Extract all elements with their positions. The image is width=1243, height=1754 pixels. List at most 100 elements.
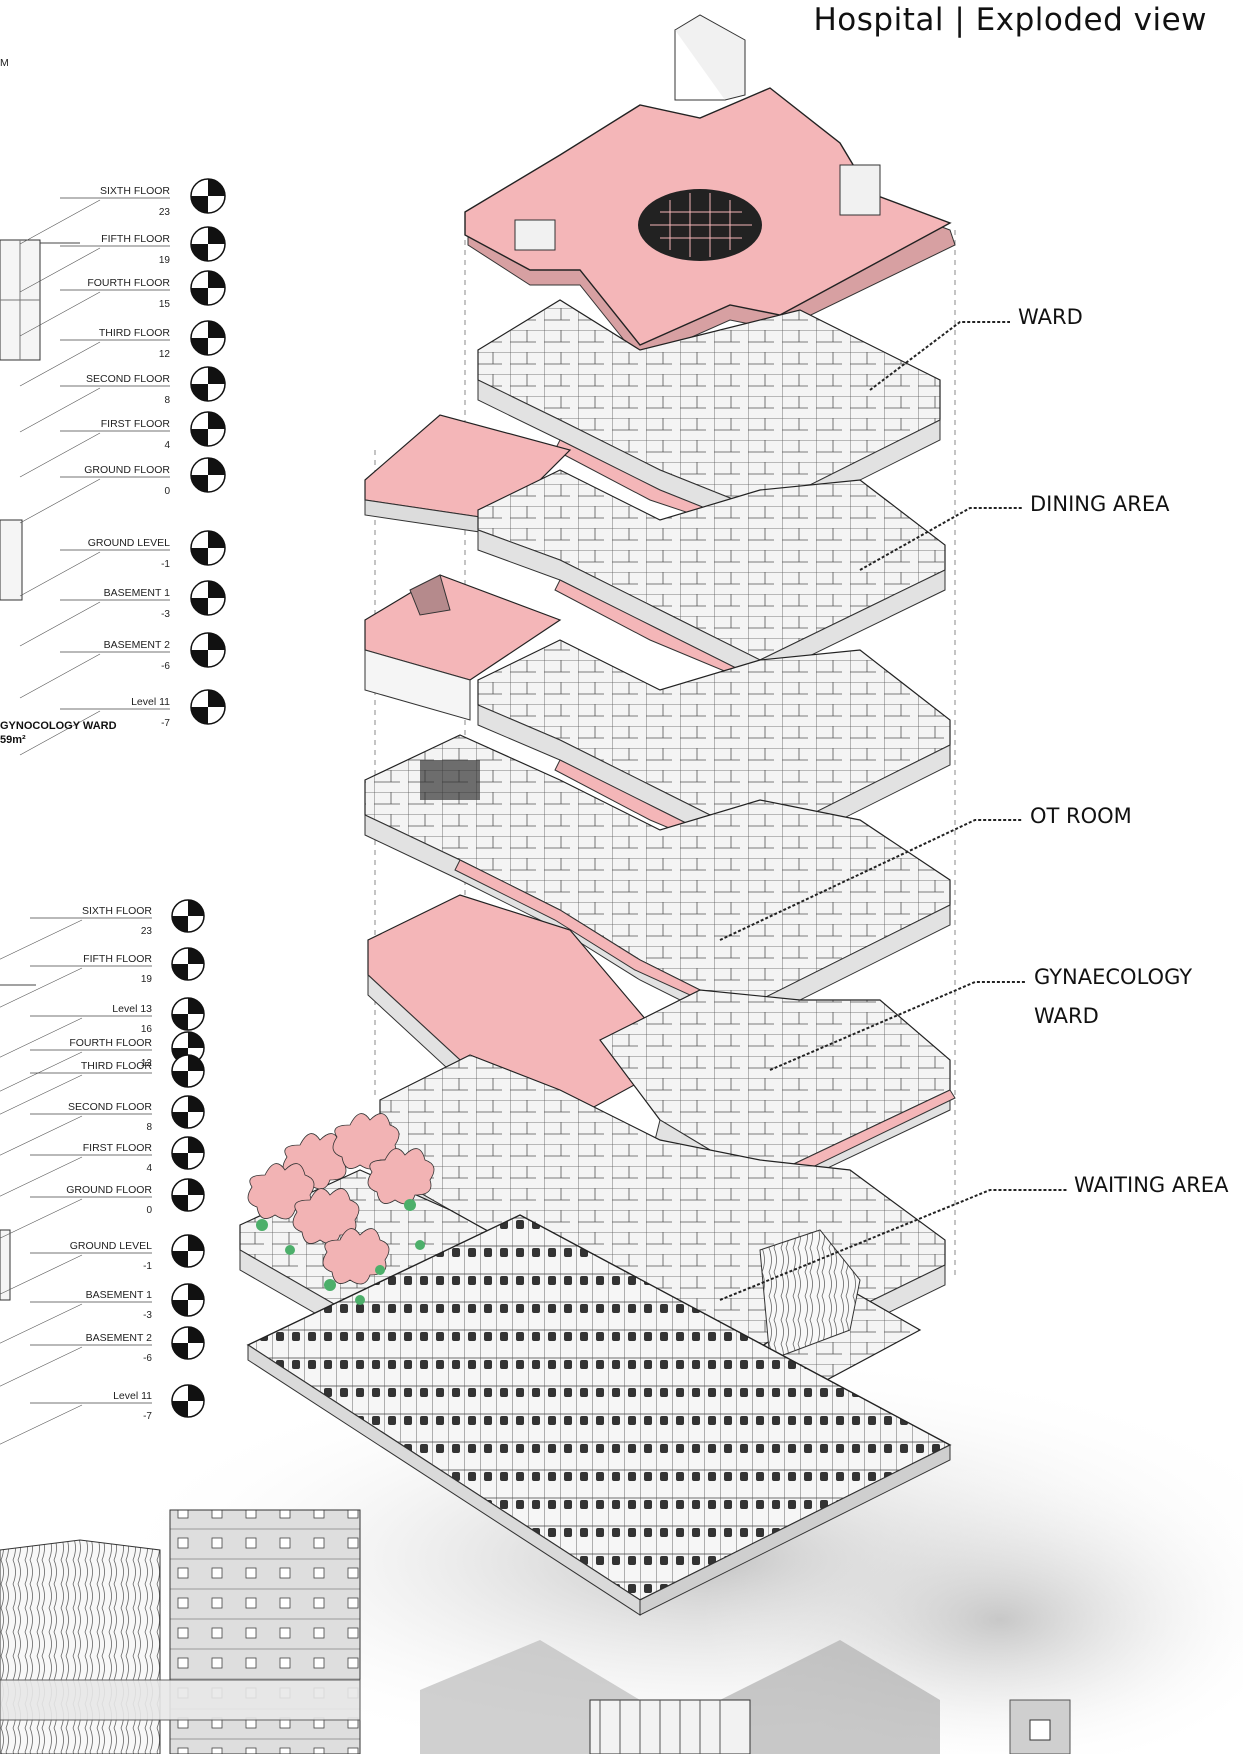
level-marker-icon (190, 530, 226, 566)
level-marker-icon (171, 1054, 205, 1088)
level-marker-icon (190, 226, 226, 262)
level-value: -1 (143, 1261, 152, 1272)
callout-gyn-label-2: WARD (1034, 1004, 1099, 1028)
level-name: FIFTH FLOOR (101, 233, 170, 245)
level-name: THIRD FLOOR (81, 1060, 153, 1072)
level-row: SIXTH FLOOR 23 (0, 899, 205, 960)
level-row: BASEMENT 1 -3 (0, 1283, 205, 1344)
level-marker-icon (190, 457, 226, 493)
level-value: 4 (164, 440, 170, 451)
level-name: Level 11 (131, 696, 170, 708)
level-name: BASEMENT 2 (86, 1332, 152, 1344)
level-marker-icon (190, 366, 226, 402)
level-name: BASEMENT 2 (104, 639, 170, 651)
section-area: 59m² (0, 734, 26, 746)
level-name: FIRST FLOOR (83, 1142, 153, 1154)
level-value: 19 (159, 255, 171, 266)
level-marker-icon (190, 178, 226, 214)
corner-label: M (0, 57, 9, 69)
level-name: FOURTH FLOOR (69, 1037, 152, 1049)
level-row: SIXTH FLOOR 23 (19, 178, 226, 245)
level-row: FIFTH FLOOR 19 (19, 226, 226, 293)
level-marker-icon (190, 320, 226, 356)
level-marker-icon (190, 270, 226, 306)
section-caption: GYNOCOLOGY WARD (0, 720, 117, 732)
level-row: Level 11 -7 (0, 1384, 205, 1445)
level-row: FOURTH FLOOR 12 (0, 1031, 205, 1092)
level-value: 12 (159, 349, 171, 360)
level-name: Level 13 (112, 1003, 152, 1015)
level-value: 8 (146, 1122, 152, 1133)
level-marker-icon (171, 1178, 205, 1212)
third-floor-plate (364, 734, 951, 1031)
level-row: FIFTH FLOOR 19 (0, 947, 205, 1008)
callout-ot: OT ROOM (719, 804, 1132, 941)
level-value: 0 (164, 486, 170, 497)
callout-waiting-label: WAITING AREA (1074, 1173, 1229, 1197)
level-value: 0 (146, 1205, 152, 1216)
level-value: 8 (164, 395, 170, 406)
callout-ward: WARD (869, 305, 1083, 391)
level-value: 4 (146, 1163, 152, 1174)
callout-dining-label: DINING AREA (1030, 492, 1170, 516)
level-value: -7 (143, 1411, 152, 1422)
level-name: FIRST FLOOR (101, 418, 171, 430)
level-marker-icon (190, 689, 226, 725)
page-title: Hospital | Exploded view (813, 2, 1207, 38)
level-value: 23 (141, 926, 153, 937)
level-row: FIRST FLOOR 4 (19, 411, 226, 478)
level-value: 12 (141, 1058, 153, 1069)
level-value: -6 (161, 661, 170, 672)
level-row: BASEMENT 2 -6 (19, 632, 226, 699)
level-marker-icon (171, 1326, 205, 1360)
lower-section-drawing (0, 984, 36, 1301)
level-name: FIFTH FLOOR (83, 953, 152, 965)
level-value: 23 (159, 207, 171, 218)
level-name: SECOND FLOOR (86, 373, 170, 385)
level-name: GROUND LEVEL (70, 1240, 152, 1252)
callout-dining: DINING AREA (859, 492, 1170, 571)
level-marker-icon (171, 1234, 205, 1268)
level-value: 19 (141, 974, 153, 985)
level-value: -6 (143, 1353, 152, 1364)
level-name: SIXTH FLOOR (100, 185, 170, 197)
basement-plate (246, 1214, 952, 1616)
level-marker-icon (190, 411, 226, 447)
level-row: GROUND LEVEL -1 (0, 1234, 205, 1295)
level-marker-icon (190, 632, 226, 668)
callout-gyn-label-1: GYNAECOLOGY (1034, 965, 1192, 989)
level-value: -7 (161, 718, 170, 729)
level-row: SECOND FLOOR 8 (0, 1095, 205, 1156)
level-row: BASEMENT 1 -3 (19, 580, 226, 647)
level-name: GROUND LEVEL (88, 537, 170, 549)
level-value: -3 (161, 609, 170, 620)
level-value: -3 (143, 1310, 152, 1321)
level-row: BASEMENT 2 -6 (0, 1326, 205, 1387)
level-name: BASEMENT 1 (104, 587, 170, 599)
fifth-floor-plate (364, 414, 946, 691)
level-name: BASEMENT 1 (86, 1289, 152, 1301)
level-marker-icon (190, 580, 226, 616)
level-row: SECOND FLOOR 8 (19, 366, 226, 433)
callout-waiting: WAITING AREA (719, 1173, 1229, 1301)
bottom-elevation (0, 1509, 751, 1754)
level-row: THIRD FLOOR (0, 1054, 205, 1115)
level-name: SIXTH FLOOR (82, 905, 152, 917)
callout-gynaecology: GYNAECOLOGY WARD (769, 965, 1192, 1071)
level-name: Level 11 (113, 1390, 152, 1402)
level-value: -1 (161, 559, 170, 570)
level-marker-icon (171, 947, 205, 981)
level-row: GROUND LEVEL -1 (19, 530, 226, 597)
level-name: SECOND FLOOR (68, 1101, 152, 1113)
level-marker-icon (171, 1384, 205, 1418)
upper-section-drawing (0, 239, 80, 601)
roof-slab (464, 14, 956, 361)
callout-ot-label: OT ROOM (1030, 804, 1132, 828)
